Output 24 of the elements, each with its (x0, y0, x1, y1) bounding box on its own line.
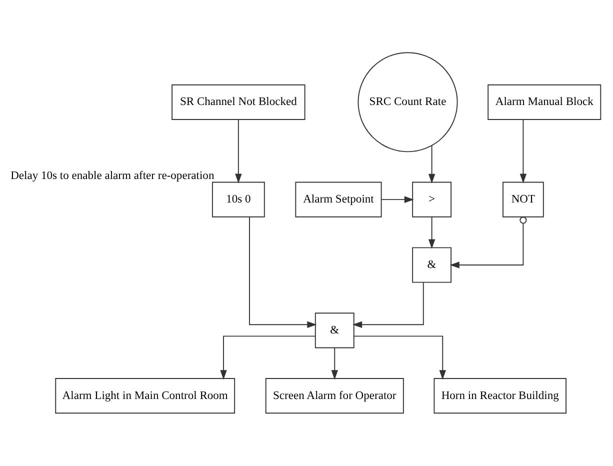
node-label: Delay 10s to enable alarm after re-operation (10, 170, 214, 182)
node-box: 10s 0 (212, 182, 265, 218)
node-box: & (412, 247, 452, 283)
node-box: NOT (502, 182, 544, 218)
node-circle: SRC Count Rate (358, 52, 458, 152)
node-box: Alarm Manual Block (488, 84, 602, 120)
arrow (331, 347, 338, 380)
arrow (220, 336, 316, 380)
arrow (249, 216, 317, 328)
arrow (352, 282, 424, 328)
node-box: Alarm Light in Main Control Room (55, 378, 236, 414)
node-box: Alarm Setpoint (295, 182, 382, 218)
arrow (353, 336, 446, 380)
arrow (235, 119, 242, 184)
node-box: > (412, 182, 452, 218)
node-box: & (314, 312, 354, 348)
node-box: Horn in Reactor Building (434, 378, 566, 414)
arrow (380, 196, 414, 203)
arrow (428, 144, 436, 184)
arrow (450, 216, 527, 268)
node-box: Screen Alarm for Operator (265, 378, 404, 414)
node-box: SR Channel Not Blocked (172, 84, 306, 120)
arrow (428, 216, 436, 249)
arrow (520, 119, 527, 184)
